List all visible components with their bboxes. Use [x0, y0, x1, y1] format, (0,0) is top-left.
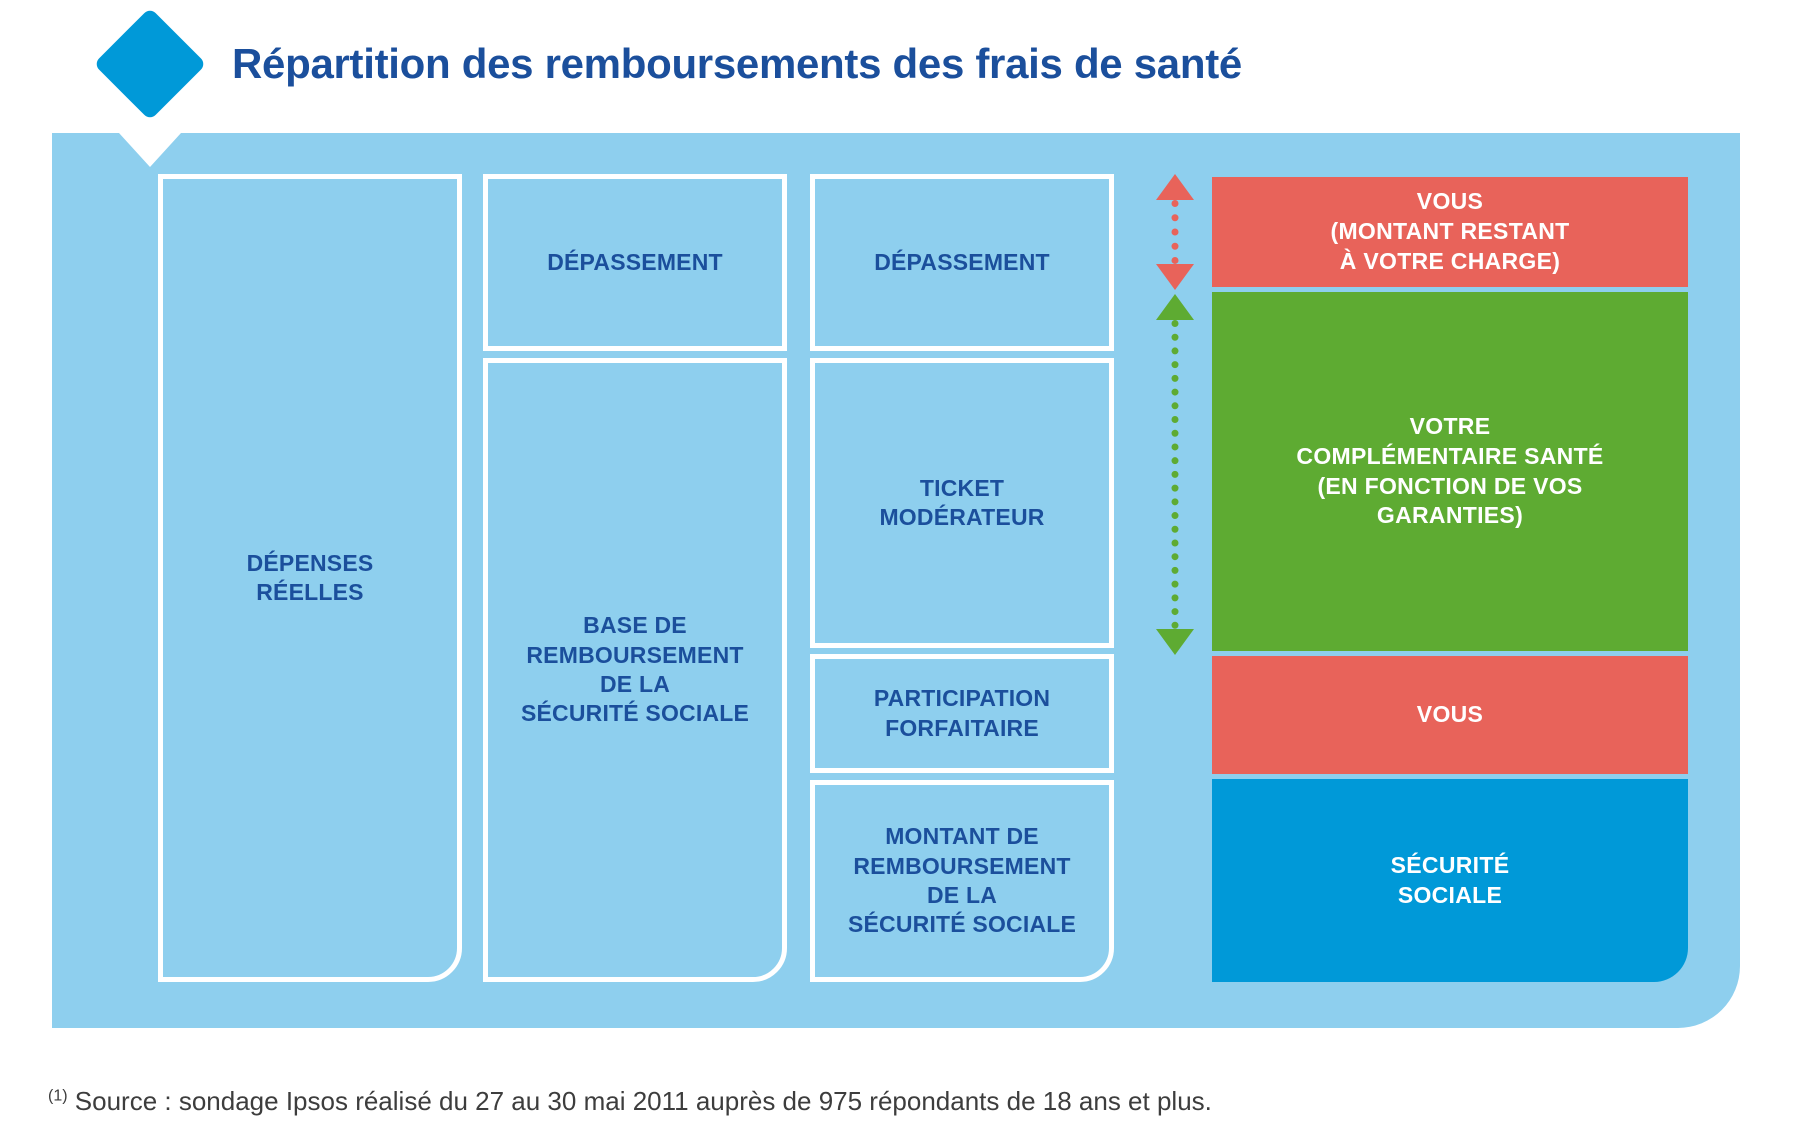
diamond-icon	[93, 7, 207, 121]
header: Répartition des remboursements des frais…	[0, 0, 1814, 133]
arrow-stem	[1171, 320, 1179, 629]
bar-vous-ticket: VOUS	[1212, 656, 1688, 774]
arrow-reste-a-charge	[1156, 174, 1194, 290]
arrow-head-down-icon	[1156, 629, 1194, 655]
footnote: (1) Source : sondage Ipsos réalisé du 27…	[48, 1086, 1748, 1117]
page-title: Répartition des remboursements des frais…	[232, 40, 1242, 87]
block-depassement-2: DÉPASSEMENT	[483, 174, 787, 351]
block-label: DÉPASSEMENT	[874, 248, 1050, 275]
block-depassement-3: DÉPASSEMENT	[810, 174, 1114, 351]
arrow-head-up-icon	[1156, 174, 1194, 200]
arrow-stem	[1171, 200, 1179, 264]
arrow-head-down-icon	[1156, 264, 1194, 290]
footnote-marker: (1)	[48, 1087, 68, 1105]
block-label: DÉPASSEMENT	[547, 248, 723, 275]
arrow-head-up-icon	[1156, 294, 1194, 320]
bar-label: VOUS	[1416, 701, 1484, 728]
arrow-complementaire	[1156, 294, 1194, 655]
footnote-text: Source : sondage Ipsos réalisé du 27 au …	[67, 1086, 1212, 1116]
